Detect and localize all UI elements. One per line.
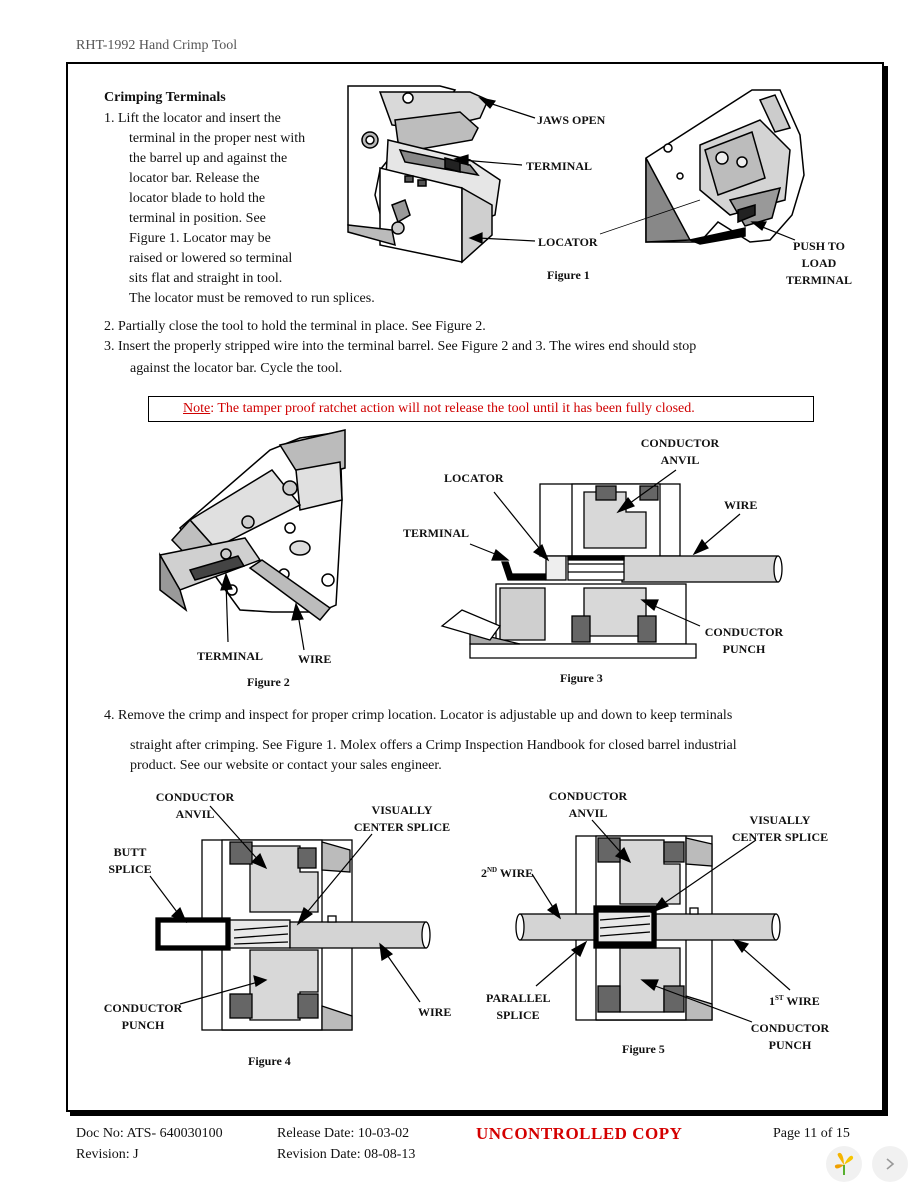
fig5-label-visually-center-splice: VISUALLY CENTER SPLICE bbox=[730, 812, 830, 846]
fig5-anvil-line-1: CONDUCTOR bbox=[548, 789, 628, 803]
fig5-second-wire-sup: ND bbox=[487, 866, 498, 874]
footer-revision-date: Revision Date: 08-08-13 bbox=[277, 1147, 416, 1162]
note-text: Note: The tamper proof ratchet action wi… bbox=[183, 401, 695, 417]
fig3-label-locator: LOCATOR bbox=[444, 471, 504, 485]
step-3-line-2: against the locator bar. Cycle the tool. bbox=[130, 361, 343, 376]
step-3-line-1: 3. Insert the properly stripped wire int… bbox=[104, 339, 697, 354]
fig1-label-locator: LOCATOR bbox=[538, 235, 598, 249]
fig5-visually-line-2: CENTER SPLICE bbox=[731, 830, 829, 844]
note-body: : The tamper proof ratchet action will n… bbox=[210, 401, 695, 416]
fig1-label-jaws-open: JAWS OPEN bbox=[537, 113, 606, 127]
fig1-label-terminal: TERMINAL bbox=[526, 159, 593, 173]
fig3-label-wire: WIRE bbox=[724, 498, 758, 512]
fig3-label-conductor-anvil: CONDUCTOR ANVIL bbox=[638, 435, 722, 469]
fig1-push-line-2: LOAD TERMINAL bbox=[785, 256, 852, 287]
figure-1-caption: Figure 1 bbox=[547, 268, 590, 282]
fig5-second-wire-text: WIRE bbox=[499, 866, 534, 880]
fig5-label-conductor-anvil: CONDUCTOR ANVIL bbox=[546, 788, 630, 822]
footer-revision: Revision: J bbox=[76, 1147, 139, 1162]
fig5-first-wire-num: 1 bbox=[769, 994, 775, 1008]
footer-page-number: Page 11 of 15 bbox=[773, 1126, 850, 1141]
section-title: Crimping Terminals bbox=[104, 90, 226, 105]
viewer-logo-button[interactable] bbox=[826, 1146, 862, 1182]
fig4-punch-line-2: PUNCH bbox=[121, 1018, 165, 1032]
step-1-line: terminal in the proper nest with bbox=[129, 131, 306, 146]
step-1-line: 1. Lift the locator and insert the bbox=[104, 111, 281, 126]
fig1-label-push-to: PUSH TO LOAD TERMINAL bbox=[768, 238, 870, 289]
fig2-label-wire: WIRE bbox=[298, 652, 332, 666]
figure-4-caption: Figure 4 bbox=[248, 1054, 291, 1068]
fig4-label-conductor-anvil: CONDUCTOR ANVIL bbox=[154, 789, 236, 823]
step-2: 2. Partially close the tool to hold the … bbox=[104, 319, 486, 334]
step-4-line-2: straight after crimping. See Figure 1. M… bbox=[130, 738, 737, 753]
fig3-punch-line-1: CONDUCTOR bbox=[704, 625, 784, 639]
chevron-right-icon bbox=[886, 1158, 895, 1170]
yellow-flower-logo-icon bbox=[834, 1152, 854, 1175]
fig5-second-wire-num: 2 bbox=[481, 866, 487, 880]
fig4-label-wire: WIRE bbox=[418, 1005, 452, 1019]
fig4-visually-line-1: VISUALLY bbox=[371, 803, 433, 817]
figure-2-caption: Figure 2 bbox=[247, 675, 290, 689]
step-1-line: The locator must be removed to run splic… bbox=[129, 291, 375, 306]
fig4-anvil-line-2: ANVIL bbox=[175, 807, 215, 821]
fig5-first-wire-sup: ST bbox=[775, 994, 784, 1002]
fig3-label-conductor-punch: CONDUCTOR PUNCH bbox=[702, 624, 786, 658]
fig2-label-terminal: TERMINAL bbox=[197, 649, 264, 663]
fig5-label-parallel-splice: PARALLEL SPLICE bbox=[486, 990, 550, 1024]
fig4-label-conductor-punch: CONDUCTOR PUNCH bbox=[102, 1000, 184, 1034]
fig4-label-visually-center-splice: VISUALLY CENTER SPLICE bbox=[352, 802, 452, 836]
fig5-label-second-wire: 2ND WIRE bbox=[481, 862, 533, 882]
step-1: 1. Lift the locator and insert the termi… bbox=[104, 109, 375, 309]
document-header: RHT-1992 Hand Crimp Tool bbox=[76, 38, 238, 53]
fig5-label-conductor-punch: CONDUCTOR PUNCH bbox=[748, 1020, 832, 1054]
fig5-punch-line-1: CONDUCTOR bbox=[750, 1021, 830, 1035]
step-1-line: sits flat and straight in tool. bbox=[129, 271, 283, 286]
footer-doc-no: Doc No: ATS- 640030100 bbox=[76, 1126, 223, 1141]
fig5-label-first-wire: 1ST WIRE bbox=[769, 990, 820, 1010]
note-label: Note bbox=[183, 401, 211, 416]
fig5-punch-line-2: PUNCH bbox=[768, 1038, 812, 1052]
figure-3-caption: Figure 3 bbox=[560, 671, 603, 685]
step-4-line-1: 4. Remove the crimp and inspect for prop… bbox=[104, 708, 733, 723]
fig4-butt-line-1: BUTT bbox=[113, 845, 147, 859]
fig5-anvil-line-2: ANVIL bbox=[568, 806, 608, 820]
step-1-line: Figure 1. Locator may be bbox=[129, 231, 271, 246]
fig4-label-butt-splice: BUTT SPLICE bbox=[108, 844, 152, 878]
figure-5-caption: Figure 5 bbox=[622, 1042, 665, 1056]
fig3-label-terminal: TERMINAL bbox=[403, 526, 470, 540]
viewer-next-button[interactable] bbox=[872, 1146, 908, 1182]
page-frame bbox=[66, 62, 884, 1112]
step-1-line: raised or lowered so terminal bbox=[129, 251, 293, 266]
step-1-line: terminal in position. See bbox=[129, 211, 266, 226]
fig4-visually-line-2: CENTER SPLICE bbox=[353, 820, 451, 834]
fig4-punch-line-1: CONDUCTOR bbox=[103, 1001, 183, 1015]
note-box: Note: The tamper proof ratchet action wi… bbox=[148, 396, 814, 422]
fig3-punch-line-2: PUNCH bbox=[722, 642, 766, 656]
fig5-parallel-line-1: PARALLEL bbox=[486, 991, 551, 1005]
uncontrolled-copy-stamp: UNCONTROLLED COPY bbox=[476, 1124, 683, 1143]
step-1-line: locator bar. Release the bbox=[129, 171, 260, 186]
footer-release-date: Release Date: 10-03-02 bbox=[277, 1126, 410, 1141]
fig4-anvil-line-1: CONDUCTOR bbox=[155, 790, 235, 804]
fig5-visually-line-1: VISUALLY bbox=[749, 813, 811, 827]
step-1-line: locator blade to hold the bbox=[129, 191, 266, 206]
step-4-line-3: product. See our website or contact your… bbox=[130, 758, 442, 773]
fig3-anvil-line-2: ANVIL bbox=[660, 453, 700, 467]
fig5-parallel-line-2: SPLICE bbox=[496, 1008, 540, 1022]
fig1-push-line-1: PUSH TO bbox=[793, 239, 845, 253]
fig5-first-wire-text: WIRE bbox=[786, 994, 820, 1008]
fig3-anvil-line-1: CONDUCTOR bbox=[640, 436, 720, 450]
step-1-line: the barrel up and against the bbox=[129, 151, 288, 166]
fig4-butt-line-2: SPLICE bbox=[108, 862, 152, 876]
